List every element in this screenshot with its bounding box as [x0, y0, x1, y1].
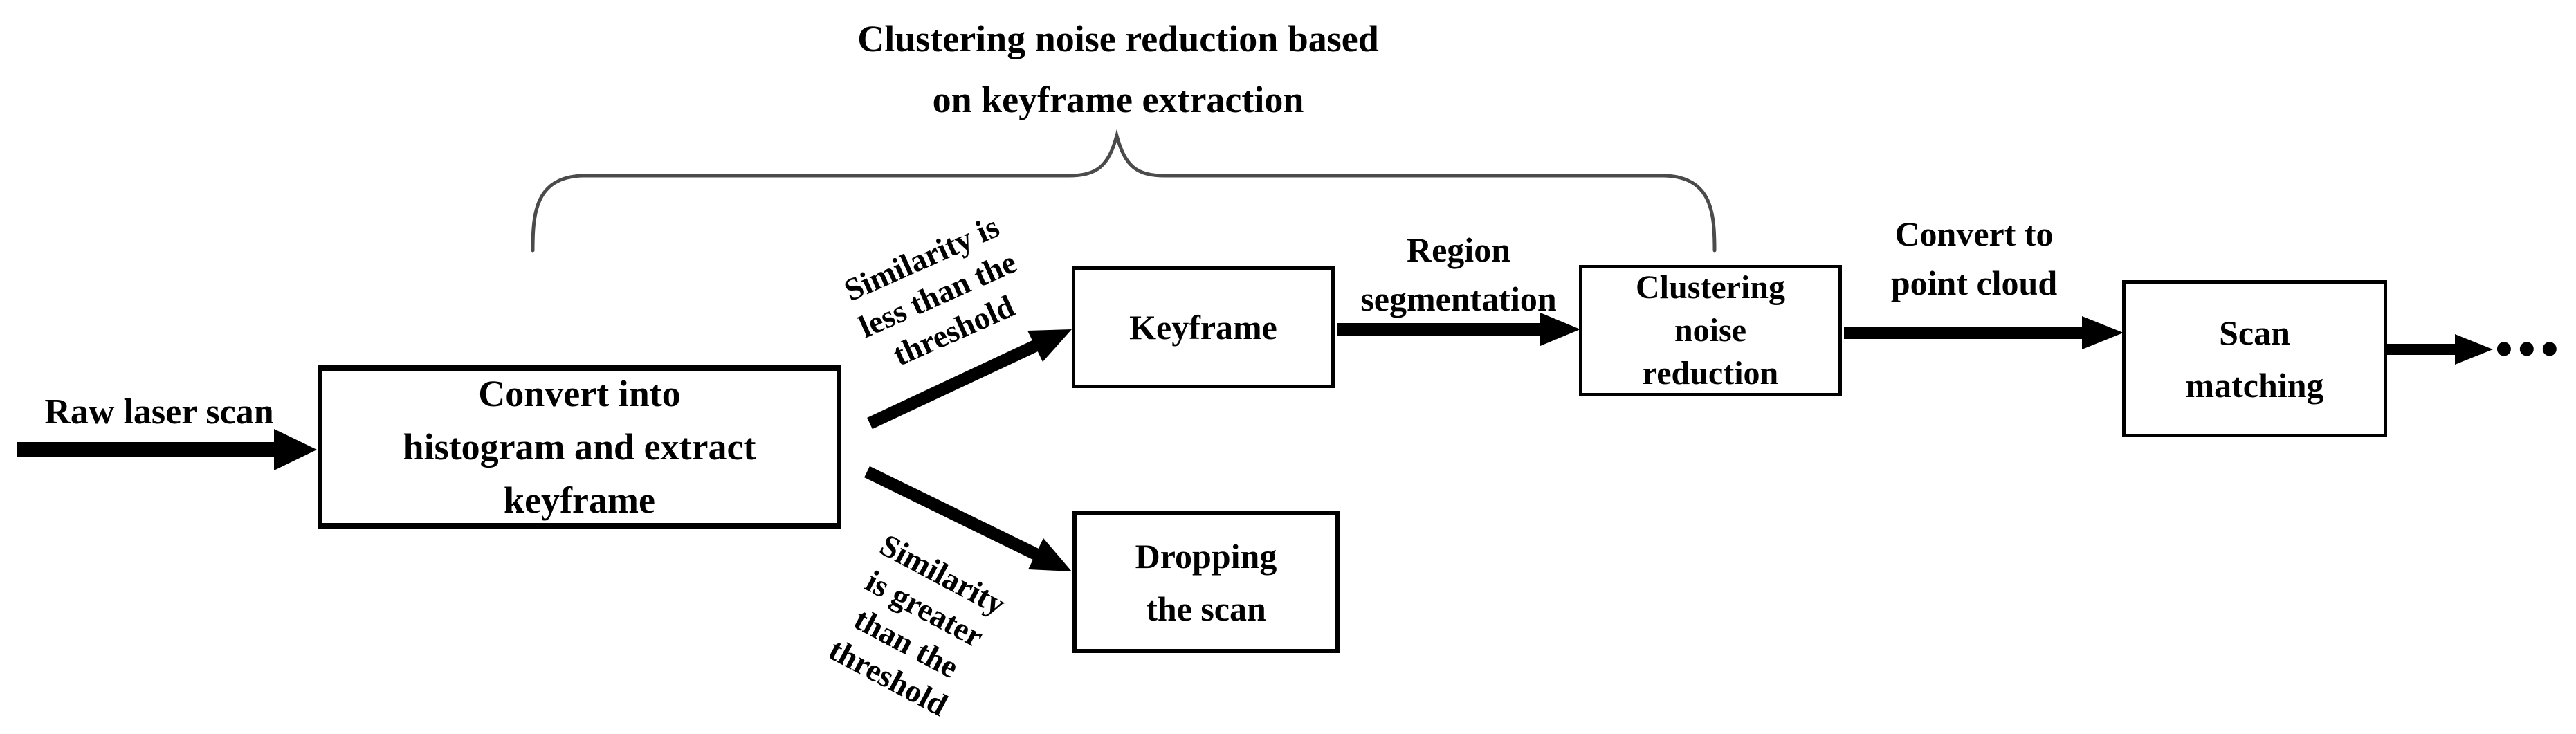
node-text-line: Scan — [2219, 313, 2290, 352]
node-text-line: Keyframe — [1129, 308, 1277, 347]
node-text-line: keyframe — [504, 479, 655, 521]
brace — [531, 129, 1717, 253]
arrow-similarity-less — [867, 329, 1072, 430]
ellipsis-dots: ••• — [2495, 321, 2564, 378]
node-text-line: Convert into — [478, 373, 681, 414]
brace-title: Clustering noise reduction based on keyf… — [738, 8, 1499, 130]
label-region-segmentation: Region segmentation — [1337, 226, 1580, 324]
arrow-input — [17, 429, 317, 470]
arrow-similarity-greater — [864, 466, 1072, 571]
node-text-line: histogram and extract — [403, 426, 756, 468]
node-text-line: matching — [2185, 365, 2324, 405]
label-line: Region — [1407, 230, 1510, 269]
node-text-line: reduction — [1642, 355, 1779, 392]
node-convert-histogram: Convert into histogram and extract keyfr… — [318, 365, 841, 529]
node-clustering-noise-reduction: Clustering noise reduction — [1579, 265, 1842, 396]
label-line: point cloud — [1890, 264, 2058, 302]
label-line: segmentation — [1360, 279, 1557, 318]
node-keyframe: Keyframe — [1072, 266, 1335, 388]
node-text-line: noise — [1674, 312, 1746, 349]
node-text-line: Dropping — [1135, 536, 1277, 576]
arrow-convert-point-cloud — [1844, 316, 2123, 349]
brace-title-line: on keyframe extraction — [932, 79, 1304, 120]
node-text-line: Clustering — [1636, 269, 1785, 306]
arrow-output — [2387, 334, 2493, 365]
label-line: Convert to — [1894, 214, 2054, 253]
arrow-region-segmentation — [1337, 313, 1580, 346]
label-raw-laser-scan: Raw laser scan — [44, 392, 274, 432]
node-dropping-scan: Dropping the scan — [1072, 511, 1340, 653]
brace-title-line: Clustering noise reduction based — [857, 18, 1379, 59]
node-text-line: the scan — [1146, 589, 1266, 628]
node-scan-matching: Scan matching — [2122, 280, 2387, 437]
label-convert-point-cloud: Convert to point cloud — [1856, 210, 2092, 308]
